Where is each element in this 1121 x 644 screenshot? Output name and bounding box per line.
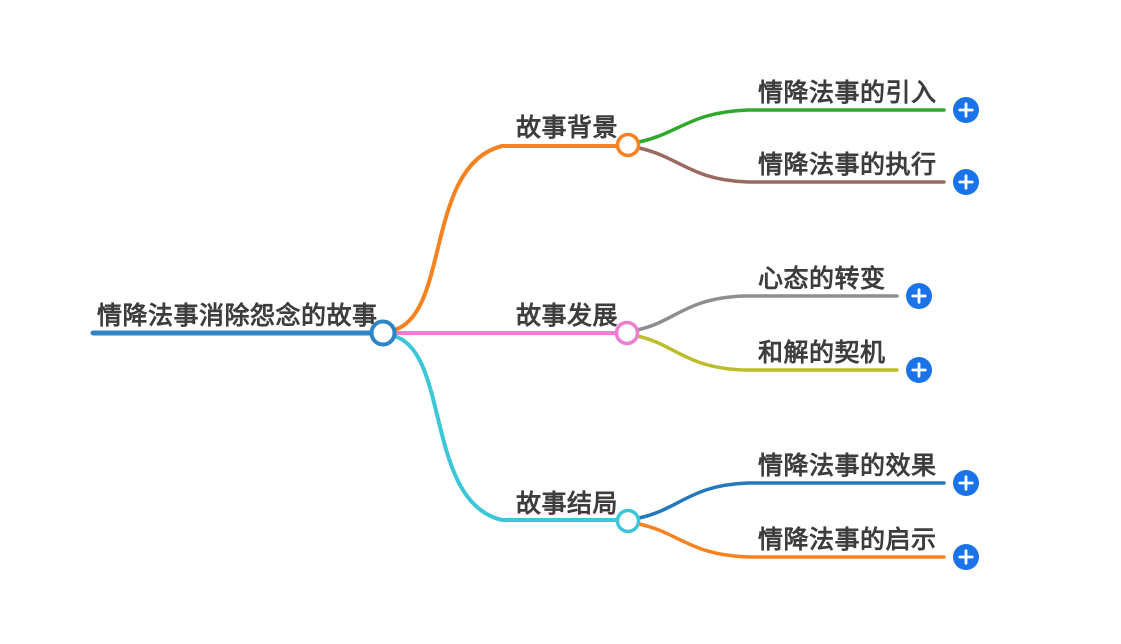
add-child-button-branch-1-child-2[interactable] [952,168,980,196]
node-root-label[interactable]: 情降法事消除怨念的故事 [97,302,378,330]
node-branch-3-label[interactable]: 故事结局 [516,490,619,518]
node-branch-2-label[interactable]: 故事发展 [516,302,619,330]
plus-icon [958,174,974,190]
node-branch-2-child-2-label[interactable]: 和解的契机 [758,339,886,367]
plus-icon [958,102,974,118]
plus-icon [911,362,927,378]
branch-1-child-1-connector [637,108,946,144]
branch-3-node-handle[interactable] [615,508,641,534]
node-branch-1-child-2-label[interactable]: 情降法事的执行 [758,151,937,179]
branch-3-child-2-connector [637,522,946,559]
add-child-button-branch-3-child-1[interactable] [952,469,980,497]
plus-icon [911,288,927,304]
branch-2-child-2-connector [635,334,899,372]
add-child-button-branch-3-child-2[interactable] [952,543,980,571]
branch-1-child-2-connector [637,146,946,184]
node-branch-2-child-1-label[interactable]: 心态的转变 [758,265,886,293]
node-branch-1-label[interactable]: 故事背景 [516,114,619,142]
branch-1-node-handle[interactable] [615,132,641,158]
add-child-button-branch-2-child-1[interactable] [905,282,933,310]
branch-2-child-1-connector [635,294,899,332]
node-branch-1-child-1-label[interactable]: 情降法事的引入 [758,79,937,107]
branch-1-connector [392,144,619,332]
branch-2-node-handle[interactable] [614,320,640,346]
add-child-button-branch-2-child-2[interactable] [905,356,933,384]
node-branch-3-child-1-label[interactable]: 情降法事的效果 [758,452,937,480]
plus-icon [958,549,974,565]
node-branch-3-child-2-label[interactable]: 情降法事的启示 [758,526,937,554]
add-child-button-branch-1-child-1[interactable] [952,96,980,124]
branch-3-connector [392,334,619,522]
plus-icon [958,475,974,491]
root-node-handle[interactable] [369,319,397,347]
branch-3-child-1-connector [637,481,946,520]
